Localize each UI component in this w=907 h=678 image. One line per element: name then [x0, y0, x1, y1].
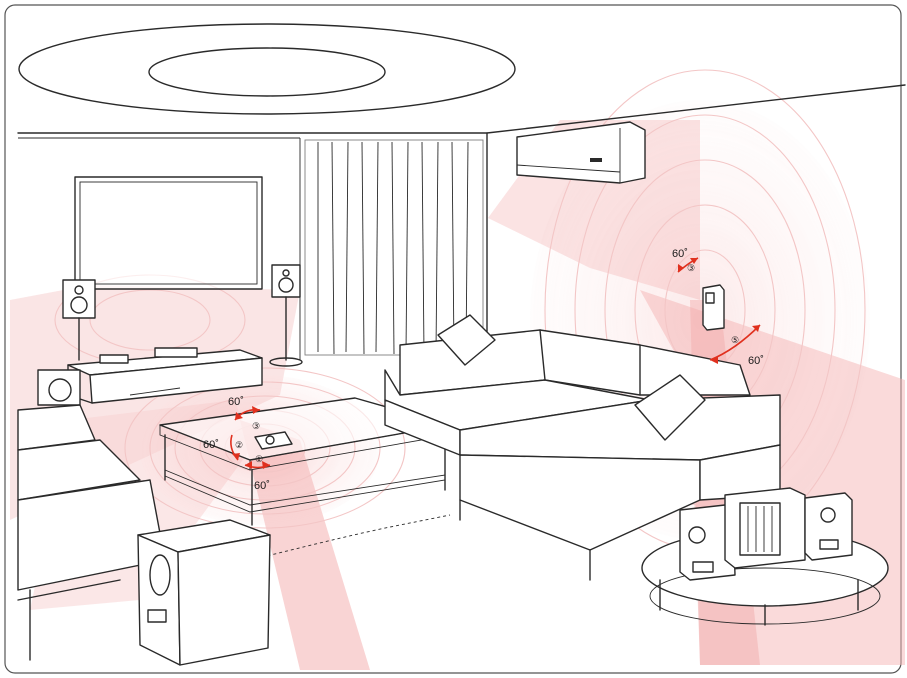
ceiling-ring-outer [18, 23, 516, 115]
mini-stereo-table [641, 487, 889, 626]
air-conditioner [516, 121, 646, 184]
right-front-speaker [269, 264, 303, 367]
marker-two: ② [235, 440, 243, 450]
angle-label-front-bottom: 60˚ [254, 480, 270, 492]
wall-tv [74, 176, 263, 290]
angle-label-wall-bottom: 60˚ [748, 355, 764, 367]
left-front-speaker [62, 279, 96, 361]
curtain [304, 139, 484, 356]
armchair-left [17, 404, 166, 661]
marker-one: ① [255, 454, 263, 464]
angle-arrows [230, 257, 761, 469]
small-subwoofer-left [37, 369, 81, 406]
marker-three-wall: ③ [687, 263, 695, 273]
angle-label-wall-top: 60˚ [672, 248, 688, 260]
angle-label-front-top: 60˚ [228, 396, 244, 408]
ceiling-ring-inner [148, 47, 386, 97]
tv-stand [67, 347, 263, 404]
angle-label-front-left: 60˚ [203, 439, 219, 451]
marker-five: ⑤ [731, 335, 739, 345]
sofa [384, 314, 781, 581]
subwoofer-front [137, 519, 271, 666]
walls [17, 84, 906, 391]
marker-three-front: ③ [252, 421, 260, 431]
wall-speaker-right [702, 284, 725, 331]
